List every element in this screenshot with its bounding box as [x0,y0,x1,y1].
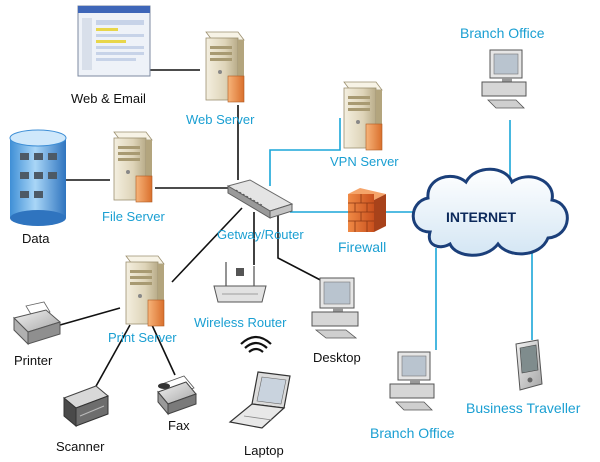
wire-fax [151,324,176,376]
file-server-label: File Server [102,209,166,224]
server-tower-icon [125,255,165,327]
wire-print-server [171,207,243,283]
printer-node[interactable]: Printer [13,301,62,368]
laptop-label: Laptop [244,443,284,458]
data-node[interactable]: Data [9,129,67,246]
wire-scanner [94,324,131,389]
web-email-node[interactable]: Web & Email [71,5,151,106]
web-email-label: Web & Email [71,91,146,106]
network-switch-icon [226,179,294,219]
internet-node[interactable]: INTERNET [411,167,569,257]
server-tower-icon [343,81,383,151]
desktop-computer-icon [311,277,359,339]
lan-connections [59,69,331,389]
data-label: Data [22,231,50,246]
wire-printer [59,307,121,326]
internet-label: INTERNET [446,209,516,225]
scanner-node[interactable]: Scanner [56,385,109,454]
laptop-icon [228,371,291,429]
desktop-label: Desktop [313,350,361,365]
firewall-node[interactable]: Firewall [338,188,386,255]
wifi-signal-icon [240,335,272,353]
printer-icon [13,301,62,346]
vpn-server-label: VPN Server [330,154,399,169]
fax-node[interactable]: Fax [157,375,197,433]
branch-office-top-label: Branch Office [460,25,545,41]
wireless-router-label: Wireless Router [194,315,287,330]
brick-firewall-icon [348,188,386,232]
wire-vpn [269,118,341,186]
gateway-router-node[interactable]: Getway/Router [217,179,304,242]
pda-device-icon [515,339,543,391]
wireless-router-node[interactable]: Wireless Router [194,262,287,330]
monitor-screen-icon [77,5,151,77]
file-server-node[interactable]: File Server [102,131,166,224]
wire-desktop [277,215,331,286]
gateway-router-label: Getway/Router [217,227,304,242]
print-server-label: Print Server [108,330,177,345]
business-traveller-node[interactable]: Business Traveller [466,339,581,416]
fax-machine-icon [157,375,197,416]
fax-label: Fax [168,418,190,433]
print-server-node[interactable]: Print Server [108,255,177,345]
database-cylinder-icon [9,129,67,226]
server-tower-icon [113,131,153,203]
branch-office-bottom-node[interactable]: Branch Office [370,351,455,441]
web-server-label: Web Server [186,112,255,127]
desktop-node[interactable]: Desktop [311,277,361,365]
scanner-icon [63,385,109,428]
wireless-router-icon [213,262,267,303]
wan-connections [269,118,533,350]
vpn-server-node[interactable]: VPN Server [330,81,399,169]
cloud-icon [411,167,569,257]
laptop-node[interactable]: Laptop [228,371,291,458]
scanner-label: Scanner [56,439,105,454]
desktop-computer-icon [389,351,435,411]
firewall-label: Firewall [338,239,386,255]
branch-office-bottom-label: Branch Office [370,425,455,441]
branch-office-top-node[interactable]: Branch Office [460,25,545,109]
printer-label: Printer [14,353,53,368]
server-tower-icon [205,31,245,103]
web-server-node[interactable]: Web Server [186,31,255,127]
desktop-computer-icon [481,49,527,109]
business-traveller-label: Business Traveller [466,400,581,416]
